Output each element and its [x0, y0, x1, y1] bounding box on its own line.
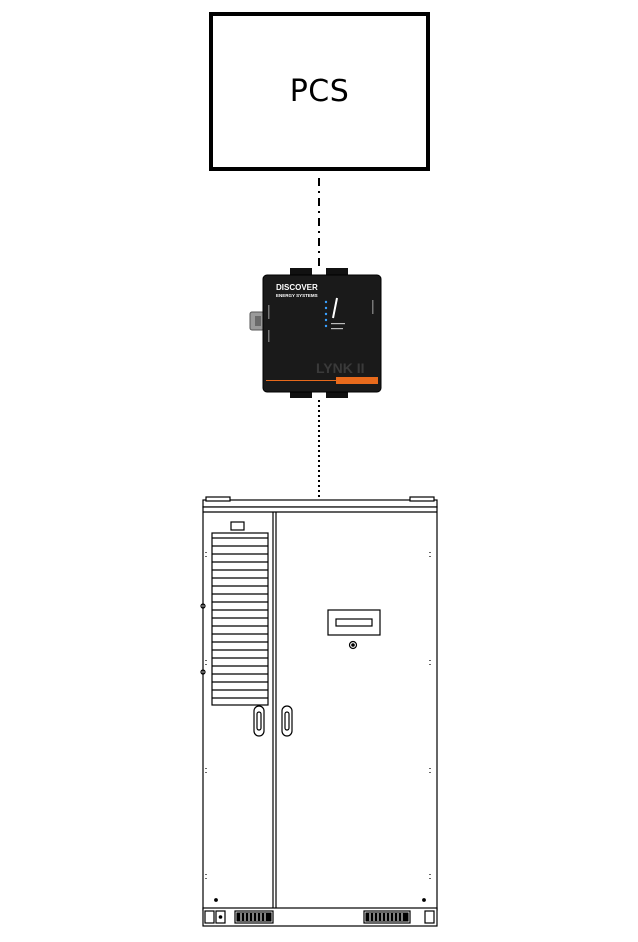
- base-vent-left: [234, 910, 274, 924]
- lynk-brand: DISCOVER: [276, 283, 318, 292]
- pcs-box: PCS: [209, 12, 430, 171]
- vent-grille: [211, 532, 269, 706]
- pcs-label: PCS: [289, 74, 350, 109]
- lynk-brand-sub: ENERGY SYSTEMS: [276, 293, 318, 298]
- door-handle-right: [281, 705, 293, 737]
- lynk-model: LYNK II: [316, 360, 365, 376]
- display-panel: [327, 609, 381, 650]
- base-vent-right: [363, 910, 411, 924]
- lynk-device: DISCOVER ENERGY SYSTEMS LYNK II: [249, 268, 382, 398]
- status-leds: [324, 297, 345, 330]
- left-door-plate: [230, 521, 245, 531]
- door-handle-left: [253, 705, 265, 737]
- battery-cabinet: [200, 496, 438, 927]
